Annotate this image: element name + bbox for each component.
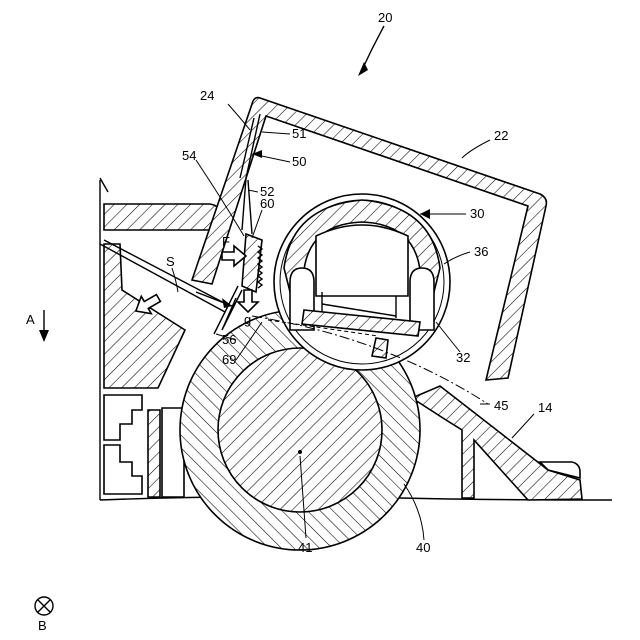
label-36: 36 <box>474 244 488 259</box>
label-S: S <box>166 254 175 269</box>
label-24: 24 <box>200 88 214 103</box>
left-post <box>148 410 160 497</box>
shaft-41 <box>218 348 382 512</box>
force-F-arrow <box>222 246 246 266</box>
label-30: 30 <box>470 206 484 221</box>
label-32: 32 <box>456 350 470 365</box>
left-step-block <box>104 395 142 440</box>
label-B: B <box>38 618 47 633</box>
direction-B-symbol <box>35 597 53 615</box>
label-F: F <box>222 234 230 249</box>
label-14: 14 <box>538 400 552 415</box>
label-54: 54 <box>182 148 196 163</box>
label-69: 69 <box>222 352 236 367</box>
label-51: 51 <box>292 126 306 141</box>
label-A: A <box>26 312 35 327</box>
label-50: 50 <box>292 154 306 169</box>
label-g: g <box>244 312 251 327</box>
label-41: 41 <box>298 540 312 555</box>
label-20: 20 <box>378 10 392 25</box>
direction-A <box>39 310 49 342</box>
label-22: 22 <box>494 128 508 143</box>
label-45: 45 <box>494 398 508 413</box>
label-40: 40 <box>416 540 430 555</box>
label-60: 60 <box>260 196 274 211</box>
upper-guide-bar <box>104 204 220 230</box>
label-56: 56 <box>222 332 236 347</box>
